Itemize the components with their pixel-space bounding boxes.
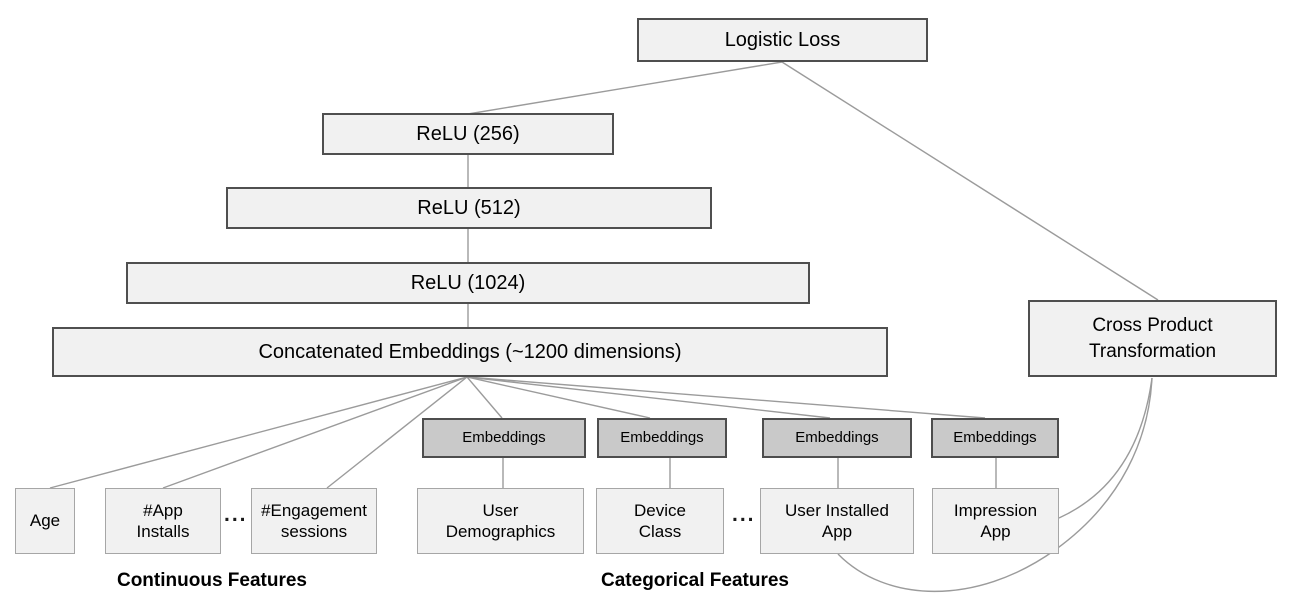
node-engagement-sessions: #Engagement sessions [251,488,377,554]
node-user-installed-app: User Installed App [760,488,914,554]
node-relu-512: ReLU (512) [226,187,712,229]
node-logistic-loss: Logistic Loss [637,18,928,62]
node-embeddings-impression-app: Embeddings [931,418,1059,458]
edge-concat-age [49,376,468,489]
node-relu-256: ReLU (256) [322,113,614,155]
node-device-class: Device Class [596,488,724,554]
node-cross-product-transformation: Cross Product Transformation [1028,300,1277,377]
edge-concat-embeddings-2 [466,376,651,419]
node-embeddings-user-installed-app: Embeddings [762,418,912,458]
node-concatenated-embeddings: Concatenated Embeddings (~1200 dimension… [52,327,888,377]
node-embeddings-user-demographics: Embeddings [422,418,586,458]
edge-logistic-loss-relu256 [467,61,783,115]
node-user-demographics: User Demographics [417,488,584,554]
node-relu-1024: ReLU (1024) [126,262,810,304]
edge-concat-engagement-sessions [326,376,468,489]
node-age: Age [15,488,75,554]
node-impression-app: Impression App [932,488,1059,554]
edge-concat-embeddings-1 [466,376,503,419]
edge-logistic-loss-cross-product [781,61,1159,301]
edge-concat-embeddings-4 [466,376,986,419]
node-embeddings-device-class: Embeddings [597,418,727,458]
categorical-ellipsis: ... [732,503,756,526]
continuous-features-label: Continuous Features [116,570,307,591]
categorical-features-label: Categorical Features [601,570,789,591]
edge-impression-app-cross-product [1058,377,1153,519]
continuous-ellipsis: ... [224,503,248,526]
node-app-installs: #App Installs [105,488,221,554]
edge-concat-app-installs [162,376,468,489]
edge-concat-embeddings-3 [466,376,831,419]
